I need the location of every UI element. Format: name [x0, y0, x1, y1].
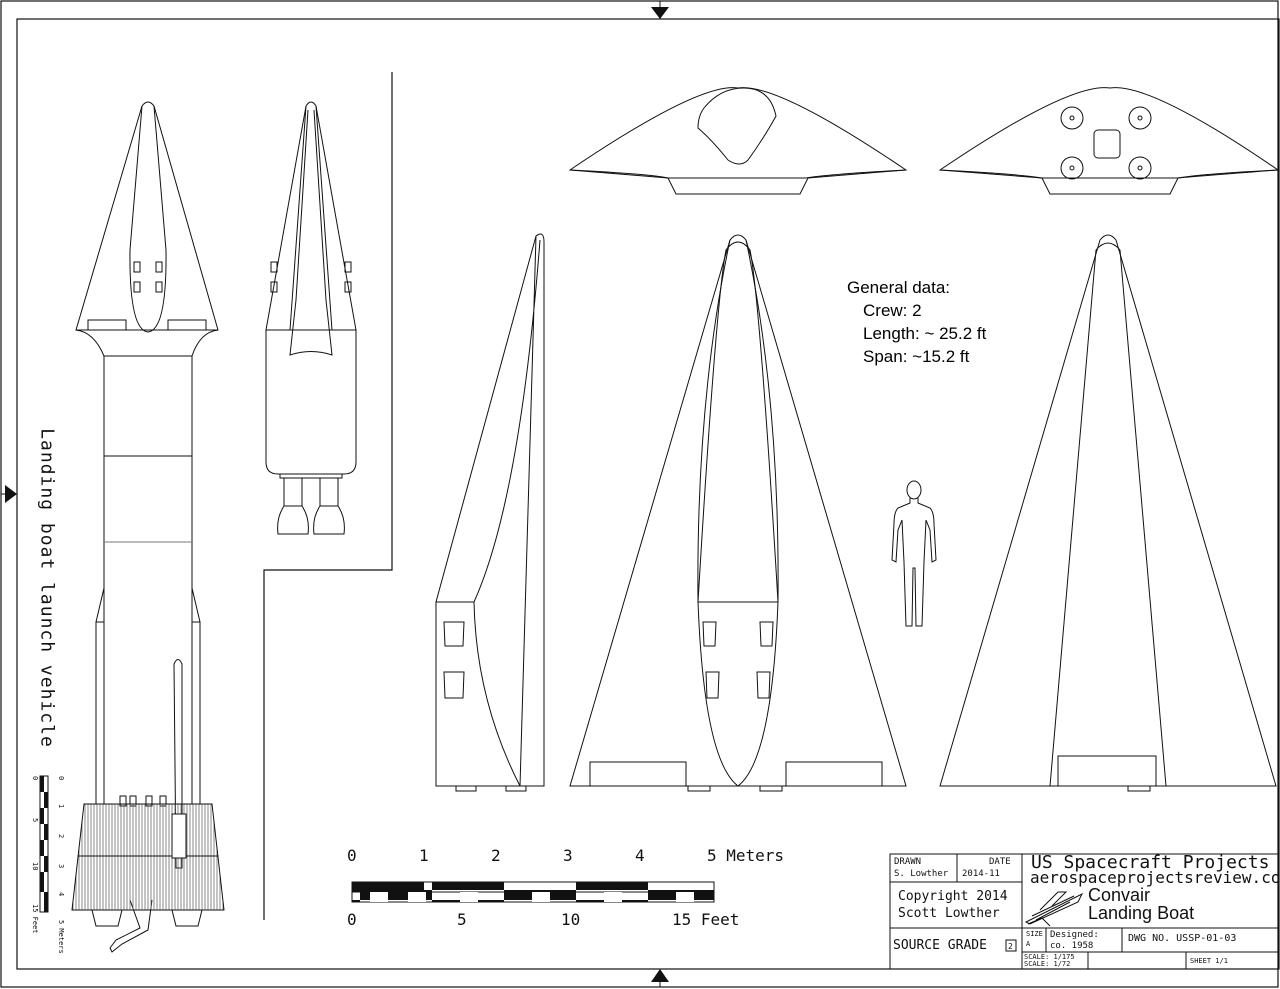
- small-m-2: 2: [57, 834, 65, 839]
- upper-stage-drawing: [265, 101, 357, 535]
- small-m-0: 0: [57, 776, 65, 781]
- general-crew: Crew: 2: [863, 301, 922, 320]
- scale-ft-15: 15 Feet: [672, 910, 740, 929]
- designed-label: Designed:: [1050, 930, 1099, 940]
- scale-m-1: 1: [419, 846, 429, 865]
- date-label: DATE: [989, 857, 1011, 867]
- copyright-line-1: Copyright 2014: [898, 889, 1008, 904]
- small-m-1: 1: [57, 804, 65, 809]
- small-m-4: 4: [57, 892, 65, 897]
- small-feet-0: 0: [31, 776, 39, 781]
- sheet-number: SHEET 1/1: [1190, 957, 1228, 965]
- small-feet-10: 10: [31, 862, 39, 871]
- drawing-title-2: Landing Boat: [1088, 903, 1195, 923]
- scale-1: SCALE: 1/175: [1024, 953, 1075, 961]
- scale-m-3: 3: [563, 846, 573, 865]
- drawing-title-1: Convair: [1088, 885, 1151, 905]
- centering-arrows: [1, 1, 669, 987]
- scale-ft-10: 10: [561, 910, 581, 929]
- scale-m-4: 4: [635, 846, 645, 865]
- drawn-value: S. Lowther: [894, 869, 949, 879]
- title-block-frame: [889, 853, 1280, 970]
- project-title: US Spacecraft Projects: [1031, 852, 1270, 873]
- svg-text:2: 2: [1008, 942, 1013, 951]
- small-feet-15: 15 Feet: [31, 904, 39, 934]
- source-grade-label: SOURCE GRADE: [893, 938, 987, 953]
- general-data: General data: Crew: 2 Length: ~ 25.2 ft …: [847, 276, 986, 368]
- divider-line: [263, 72, 393, 920]
- scale-2: SCALE: 1/72: [1024, 960, 1071, 968]
- plan-view-drawing: [569, 234, 907, 792]
- small-scale-meter-labels: 0 1 2 3 4 5 Meters: [56, 776, 66, 956]
- size-label: SIZE: [1026, 930, 1043, 938]
- human-figure: [891, 480, 937, 627]
- dwg-number: DWG NO. USSP-01-03: [1128, 933, 1237, 944]
- launch-vehicle-skirt: [71, 803, 225, 911]
- rocket-logo-icon: [1024, 891, 1084, 927]
- general-length: Length: ~ 25.2 ft: [863, 324, 987, 343]
- small-feet-5: 5: [31, 818, 39, 823]
- small-m-3: 3: [57, 864, 65, 869]
- website: aerospaceprojectsreview.com: [1030, 868, 1280, 887]
- main-scale-bar: [351, 881, 715, 903]
- grade-box-icon: [1005, 939, 1017, 952]
- scale-m-2: 2: [491, 846, 501, 865]
- rear-view-top: [938, 87, 1280, 195]
- scale-m-0: 0: [347, 846, 357, 865]
- scale-m-5: 5 Meters: [707, 846, 785, 865]
- designed-value: co. 1958: [1050, 941, 1094, 951]
- date-value: 2014-11: [962, 869, 1000, 879]
- underside-view-drawing: [939, 234, 1277, 792]
- small-m-5: 5 Meters: [57, 920, 65, 954]
- general-heading: General data:: [847, 278, 951, 297]
- side-label: Landing boat launch vehicle: [36, 428, 58, 748]
- small-scale-bar: [39, 775, 49, 913]
- scale-ft-5: 5: [457, 910, 467, 929]
- scale-ft-0: 0: [347, 910, 357, 929]
- drawn-label: DRAWN: [894, 857, 922, 867]
- side-view-drawing: [435, 233, 545, 792]
- copyright-line-2: Scott Lowther: [898, 906, 1000, 921]
- front-view-top: [568, 87, 908, 195]
- small-scale-feet-labels: 0 5 10 15 Feet: [30, 776, 40, 934]
- size-value: A: [1026, 940, 1031, 948]
- general-span: Span: ~15.2 ft: [863, 347, 970, 366]
